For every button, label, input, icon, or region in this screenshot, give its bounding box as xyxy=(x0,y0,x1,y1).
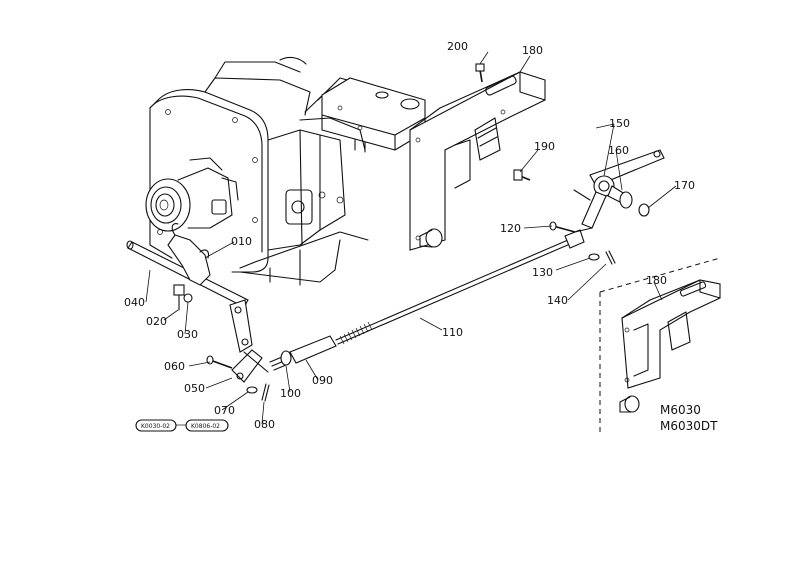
label-010: 010 xyxy=(231,235,252,248)
label-090: 090 xyxy=(312,374,333,387)
reference-tags: K0030-02 K0806-02 xyxy=(135,419,229,432)
label-030: 030 xyxy=(177,328,198,341)
label-150: 150 xyxy=(609,117,630,130)
label-130: 130 xyxy=(532,266,553,279)
label-050: 050 xyxy=(184,382,205,395)
shift-shaft-assembly xyxy=(126,223,253,353)
label-040: 040 xyxy=(124,296,145,309)
label-170: 170 xyxy=(674,179,695,192)
label-080: 080 xyxy=(254,418,275,431)
label-180: 180 xyxy=(522,44,543,57)
label-200: 200 xyxy=(447,40,468,53)
ref-tag-1-frame xyxy=(135,419,177,432)
ref-tag-2: K0806-02 xyxy=(191,423,220,430)
label-060: 060 xyxy=(164,360,185,373)
label-110: 110 xyxy=(442,326,463,339)
ref-tag-1: K0030-02 xyxy=(141,423,170,430)
part-labels: 200 180 190 150 160 170 120 130 140 110 … xyxy=(124,40,695,431)
label-100: 100 xyxy=(280,387,301,400)
transmission-housing xyxy=(145,56,419,286)
model-line-2: M6030DT xyxy=(660,419,718,433)
lower-linkage xyxy=(206,335,337,402)
model-line-1: M6030 xyxy=(660,403,701,417)
ref-tag-2-frame xyxy=(185,419,229,432)
label-140: 140 xyxy=(547,294,568,307)
model-labels: M6030 M6030DT xyxy=(660,403,718,433)
label-070: 070 xyxy=(214,404,235,417)
housing-top-block xyxy=(321,77,426,153)
dt-variant-box xyxy=(599,257,721,434)
label-020: 020 xyxy=(146,315,167,328)
leader-lines xyxy=(145,51,677,425)
label-120: 120 xyxy=(500,222,521,235)
label-180-dt: 180 xyxy=(646,274,667,287)
label-160: 160 xyxy=(608,144,629,157)
bracket-180 xyxy=(409,63,546,251)
pins-120-140 xyxy=(549,221,616,265)
rod-110 xyxy=(335,229,585,345)
lever-150 xyxy=(573,149,665,233)
label-190: 190 xyxy=(534,140,555,153)
